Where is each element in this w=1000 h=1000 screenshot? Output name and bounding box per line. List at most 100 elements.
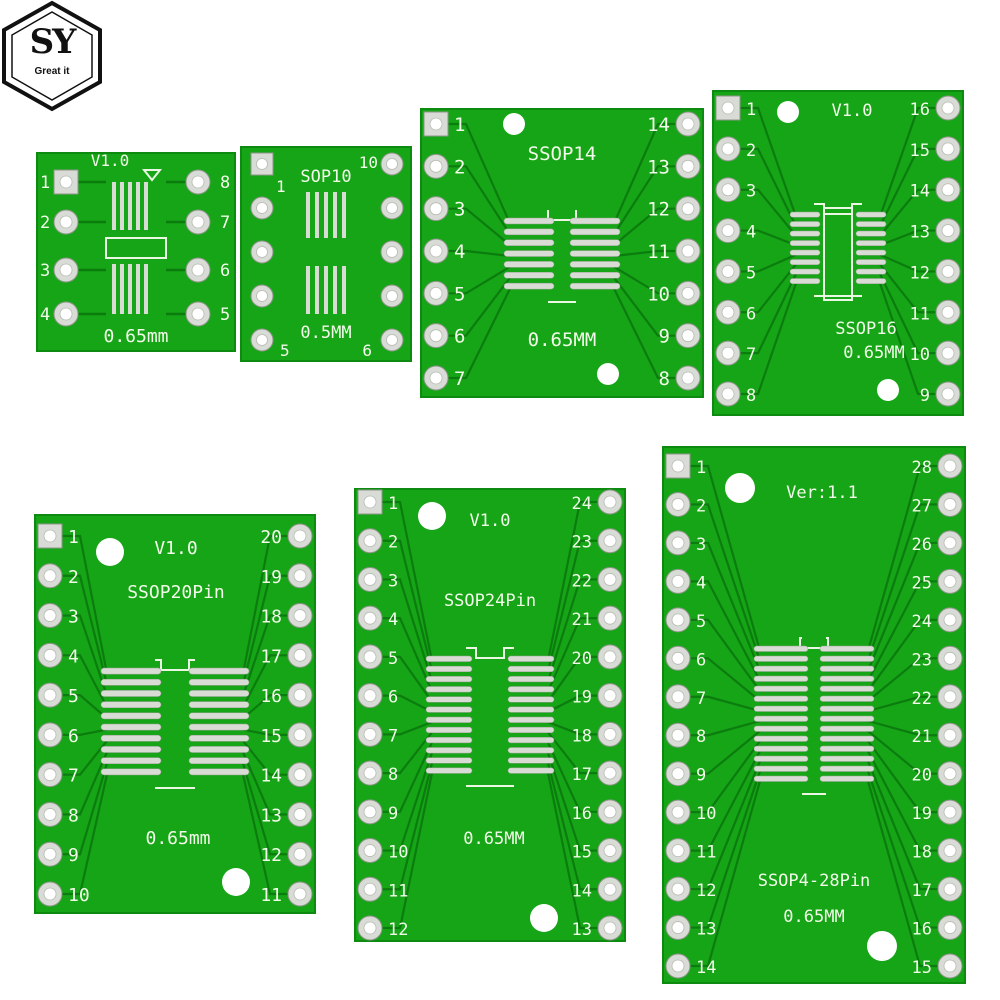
smd-pad <box>188 757 250 765</box>
through-hole-pad <box>423 323 449 349</box>
smd-pad <box>425 716 473 723</box>
pin-label-right: 11 <box>910 304 930 324</box>
pitch-label: 0.65MM <box>783 907 844 927</box>
through-hole-pad <box>380 240 404 264</box>
pin-label-right: 17 <box>260 646 282 667</box>
logo-tagline: Great it <box>34 66 70 77</box>
pin-label-right: 14 <box>260 766 282 787</box>
through-hole-pad <box>357 876 383 902</box>
smd-pad <box>144 182 148 230</box>
through-hole-pad <box>37 881 63 907</box>
pin-label-bottom-right: 6 <box>362 341 372 360</box>
pitch-label: 0.65MM <box>843 343 904 363</box>
smd-pad <box>306 192 310 238</box>
smd-pad <box>819 655 875 662</box>
pin-label-left: 1 <box>388 494 398 514</box>
smd-pad <box>100 701 162 709</box>
pcb-substrate <box>712 90 964 416</box>
through-hole-pad <box>287 563 313 589</box>
through-hole-pad <box>665 530 691 556</box>
smd-pad <box>188 723 250 731</box>
pin-label-right: 22 <box>912 689 932 709</box>
through-hole-pad <box>935 95 961 121</box>
through-hole-pad <box>287 642 313 668</box>
smd-pad <box>753 765 809 772</box>
through-hole-pad <box>287 841 313 867</box>
through-hole-pad <box>185 169 211 195</box>
smd-pad <box>569 228 621 236</box>
smd-pad <box>100 746 162 753</box>
smd-pad <box>188 746 250 753</box>
through-hole-pad <box>937 953 963 979</box>
pin-label-left: 3 <box>68 607 79 628</box>
smd-pad <box>507 747 555 754</box>
smd-pad <box>753 685 809 692</box>
mounting-hole <box>777 101 799 123</box>
hexagon-logo-icon <box>2 0 102 112</box>
pin-label-left: 2 <box>746 141 756 161</box>
smd-pad <box>753 665 809 672</box>
pin-label-right: 23 <box>572 533 592 553</box>
pin-label-right: 24 <box>572 494 592 514</box>
smd-pad <box>100 757 162 765</box>
pin-label-right: 12 <box>260 845 282 866</box>
pcb-substrate <box>662 446 966 984</box>
pin-label-right: 10 <box>910 345 930 365</box>
through-hole-pad <box>37 801 63 827</box>
through-hole-pad <box>357 605 383 631</box>
through-hole-pad <box>665 568 691 594</box>
smd-pad <box>507 726 555 734</box>
through-hole-pad <box>937 915 963 941</box>
through-hole-pad <box>937 568 963 594</box>
pin-label-left: 10 <box>696 804 716 824</box>
pin-label-right: 13 <box>647 156 670 178</box>
through-hole-pad <box>675 365 701 391</box>
smd-pad <box>819 675 875 682</box>
pin-label-left: 2 <box>454 156 465 178</box>
smd-pad <box>144 264 148 314</box>
through-hole-pad <box>357 683 383 709</box>
through-hole-pad <box>357 528 383 554</box>
through-hole-pad <box>357 915 383 941</box>
pin-label-right: 7 <box>220 213 230 233</box>
smd-pad <box>855 230 887 237</box>
package-name-label: SSOP14 <box>528 143 597 165</box>
pin-label-left: 1 <box>746 100 756 120</box>
through-hole-pad <box>935 218 961 244</box>
through-hole-pad <box>37 682 63 708</box>
pin-label-right: 12 <box>647 199 670 221</box>
smd-pad <box>324 192 328 238</box>
pin-label-right: 13 <box>910 223 930 243</box>
smd-pad <box>819 645 875 652</box>
smd-pad <box>315 266 319 314</box>
through-hole-pad <box>597 760 623 786</box>
smd-pad <box>507 706 555 713</box>
through-hole-pad <box>675 196 701 222</box>
smd-pad <box>100 712 162 720</box>
through-hole-pad <box>250 284 274 308</box>
smd-pad <box>120 264 124 314</box>
through-hole-pad <box>937 838 963 864</box>
through-hole-pad <box>937 876 963 902</box>
pin-label-left: 5 <box>696 612 706 632</box>
smd-pad <box>188 690 250 697</box>
smd-pad <box>503 239 555 246</box>
smd-pad <box>342 192 346 238</box>
pin-label-right: 13 <box>572 920 592 940</box>
through-hole-pad <box>37 762 63 788</box>
pin-label-right: 20 <box>260 527 282 548</box>
pin-label-left: 4 <box>454 241 465 263</box>
silkscreen-outline <box>799 637 829 649</box>
through-hole-pad <box>287 801 313 827</box>
smd-pad <box>753 705 809 712</box>
through-hole-pad <box>665 607 691 633</box>
pin-label-right: 23 <box>912 650 932 670</box>
smd-pad <box>503 228 555 236</box>
smd-pad <box>569 261 621 268</box>
smd-pad <box>789 259 821 265</box>
smd-pad <box>855 240 887 246</box>
brand-logo: SY Great it <box>0 0 104 112</box>
pin-label-right: 15 <box>910 141 930 161</box>
pin-label-right: 10 <box>647 283 670 305</box>
